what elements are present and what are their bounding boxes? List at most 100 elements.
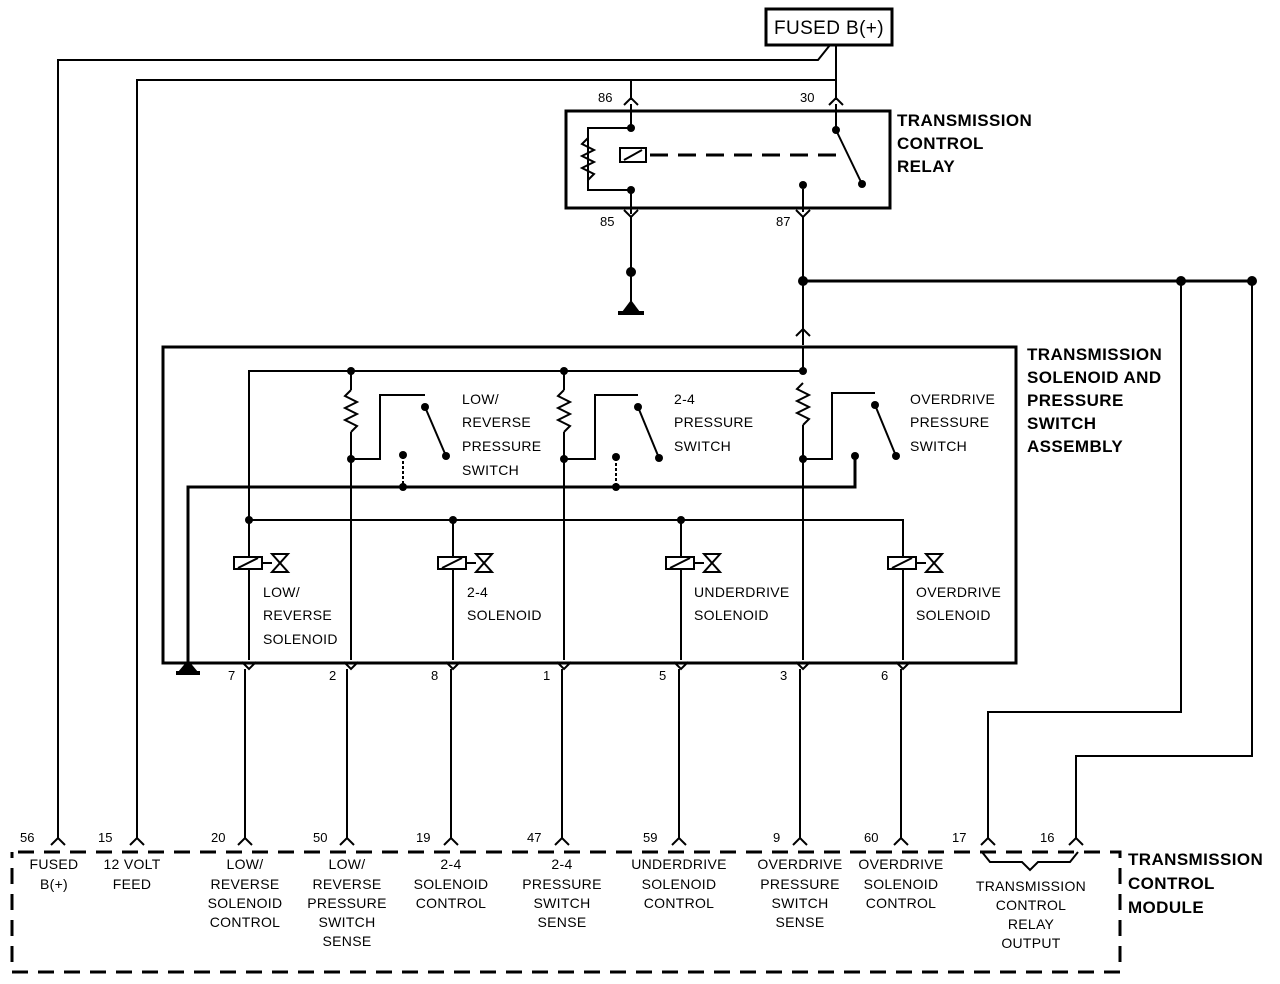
solenoid-2-4-line-2: SOLENOID <box>467 607 542 623</box>
tcm-pin-9: 9 <box>773 830 780 845</box>
tcm-label-2-4-pressure-line-4: SENSE <box>538 914 587 930</box>
switch-overdrive-line-3: SWITCH <box>910 438 967 454</box>
relay-ground <box>618 217 644 315</box>
tcm-pin-59: 59 <box>643 830 657 845</box>
assembly-pin-6: 6 <box>881 668 888 683</box>
solenoid-underdrive-line-2: SOLENOID <box>694 607 769 623</box>
switch-low-reverse-line-3: PRESSURE <box>462 438 541 454</box>
solenoid-low-reverse-line-3: SOLENOID <box>263 631 338 647</box>
relay-title-line-2: CONTROL <box>897 134 984 153</box>
switch-overdrive-line-1: OVERDRIVE <box>910 391 995 407</box>
tcm-title-line-3: MODULE <box>1128 898 1204 917</box>
tcm-label-lr-pressure-line-3: PRESSURE <box>307 895 386 911</box>
assembly-title-line-4: SWITCH <box>1027 414 1096 433</box>
tcm-pin-17: 17 <box>952 830 966 845</box>
relay-pin-86: 86 <box>598 90 612 105</box>
tcm-label-2-4-pressure-line-2: PRESSURE <box>522 876 601 892</box>
tcm-label-lr-pressure-line-5: SENSE <box>323 933 372 949</box>
solenoid-overdrive-line-2: SOLENOID <box>916 607 991 623</box>
solenoid-overdrive <box>887 553 945 660</box>
supply-wires <box>57 44 837 838</box>
tcm-label-ud-solenoid-line-1: UNDERDRIVE <box>631 856 727 872</box>
tcm-label-lr-solenoid-line-4: CONTROL <box>210 914 281 930</box>
switch-overdrive-line-2: PRESSURE <box>910 414 989 430</box>
assembly-title-line-3: PRESSURE <box>1027 391 1124 410</box>
tcm-label-lr-pressure-line-1: LOW/ <box>329 856 366 872</box>
tcm-pin-15: 15 <box>98 830 112 845</box>
solenoid-overdrive-line-1: OVERDRIVE <box>916 584 1001 600</box>
tcm-title-line-1: TRANSMISSION <box>1128 850 1263 869</box>
tcm-label-2-4-pressure-line-3: SWITCH <box>533 895 590 911</box>
assembly-pin-1: 1 <box>543 668 550 683</box>
tcm-pin-47: 47 <box>527 830 541 845</box>
tcm-label-2-4-solenoid-line-2: SOLENOID <box>414 876 489 892</box>
solenoid-low-reverse-line-1: LOW/ <box>263 584 300 600</box>
tcm-label-ud-solenoid-line-3: CONTROL <box>644 895 715 911</box>
tcm-label-od-pressure-line-2: PRESSURE <box>760 876 839 892</box>
switch-low-reverse-line-1: LOW/ <box>462 391 499 407</box>
tcm-label-lr-pressure-line-2: REVERSE <box>312 876 381 892</box>
tcm-pin-20: 20 <box>211 830 225 845</box>
solenoid-underdrive-line-1: UNDERDRIVE <box>694 584 790 600</box>
fused-battery-source: FUSED B(+) <box>764 7 894 47</box>
tcm-pin-16: 16 <box>1040 830 1054 845</box>
solenoid-2-4-line-1: 2-4 <box>467 584 488 600</box>
solenoid-low-reverse <box>233 553 291 660</box>
assembly-title-line-2: SOLENOID AND <box>1027 368 1162 387</box>
relay-output-bus <box>795 217 1257 838</box>
assembly-pin-2: 2 <box>329 668 336 683</box>
switch-2-4-line-1: 2-4 <box>674 391 695 407</box>
tcm-label-relay-output-line-2: CONTROL <box>996 897 1067 913</box>
tcm-label-lr-solenoid-line-1: LOW/ <box>227 856 264 872</box>
tcm-label-od-pressure-line-3: SWITCH <box>771 895 828 911</box>
assembly-pin-8: 8 <box>431 668 438 683</box>
tcm-title-line-2: CONTROL <box>1128 874 1215 893</box>
assembly-pin-3: 3 <box>780 668 787 683</box>
tcm-label-ud-solenoid-line-2: SOLENOID <box>642 876 717 892</box>
tcm-label-relay-output-line-4: OUTPUT <box>1001 935 1061 951</box>
transmission-control-relay: 86 30 85 87 TRANSMISSION CONTROL RELAY <box>564 90 1032 229</box>
assembly-pin-7: 7 <box>228 668 235 683</box>
tcm-label-od-solenoid-line-2: SOLENOID <box>864 876 939 892</box>
assembly-to-tcm-wires <box>244 669 902 838</box>
switch-low-reverse-line-2: REVERSE <box>462 414 531 430</box>
tcm-label-od-solenoid-line-3: CONTROL <box>866 895 937 911</box>
tcm-label-fused-b-line-1: FUSED <box>30 856 79 872</box>
switch-low-reverse-line-4: SWITCH <box>462 462 519 478</box>
tcm-pin-60: 60 <box>864 830 878 845</box>
tcm-label-12v-feed-line-1: 12 VOLT <box>103 856 160 872</box>
relay-title-line-1: TRANSMISSION <box>897 111 1032 130</box>
solenoid-pressure-switch-assembly: TRANSMISSION SOLENOID AND PRESSURE SWITC… <box>161 345 1162 683</box>
switch-2-4-line-2: PRESSURE <box>674 414 753 430</box>
assembly-title-line-5: ASSEMBLY <box>1027 437 1123 456</box>
tcm-label-od-pressure-line-1: OVERDRIVE <box>757 856 842 872</box>
tcm-label-fused-b-line-2: B(+) <box>40 876 68 892</box>
tcm-label-od-pressure-line-4: SENSE <box>776 914 825 930</box>
tcm-label-2-4-pressure-line-1: 2-4 <box>551 856 572 872</box>
solenoid-low-reverse-line-2: REVERSE <box>263 607 332 623</box>
tcm-label-lr-solenoid-line-3: SOLENOID <box>208 895 283 911</box>
tcm-label-lr-solenoid-line-2: REVERSE <box>210 876 279 892</box>
relay-pin-85: 85 <box>600 214 614 229</box>
relay-title-line-3: RELAY <box>897 157 955 176</box>
switch-2-4-line-3: SWITCH <box>674 438 731 454</box>
assembly-title-line-1: TRANSMISSION <box>1027 345 1162 364</box>
assembly-pin-5: 5 <box>659 668 666 683</box>
tcm-label-relay-output-line-1: TRANSMISSION <box>976 878 1086 894</box>
tcm-pin-56: 56 <box>20 830 34 845</box>
fused-battery-label: FUSED B(+) <box>774 18 884 39</box>
solenoid-underdrive <box>665 553 723 660</box>
solenoid-2-4 <box>437 553 495 660</box>
tcm-label-12v-feed-line-2: FEED <box>113 876 152 892</box>
tcm-pin-19: 19 <box>416 830 430 845</box>
tcm-label-od-solenoid-line-1: OVERDRIVE <box>858 856 943 872</box>
transmission-control-module: TRANSMISSION CONTROL MODULE 56 15 20 50 … <box>10 830 1263 974</box>
relay-pin-87: 87 <box>776 214 790 229</box>
tcm-label-2-4-solenoid-line-1: 2-4 <box>440 856 461 872</box>
tcm-label-2-4-solenoid-line-3: CONTROL <box>416 895 487 911</box>
tcm-label-relay-output-line-3: RELAY <box>1008 916 1055 932</box>
tcm-label-lr-pressure-line-4: SWITCH <box>318 914 375 930</box>
relay-pin-30: 30 <box>800 90 814 105</box>
tcm-pin-50: 50 <box>313 830 327 845</box>
